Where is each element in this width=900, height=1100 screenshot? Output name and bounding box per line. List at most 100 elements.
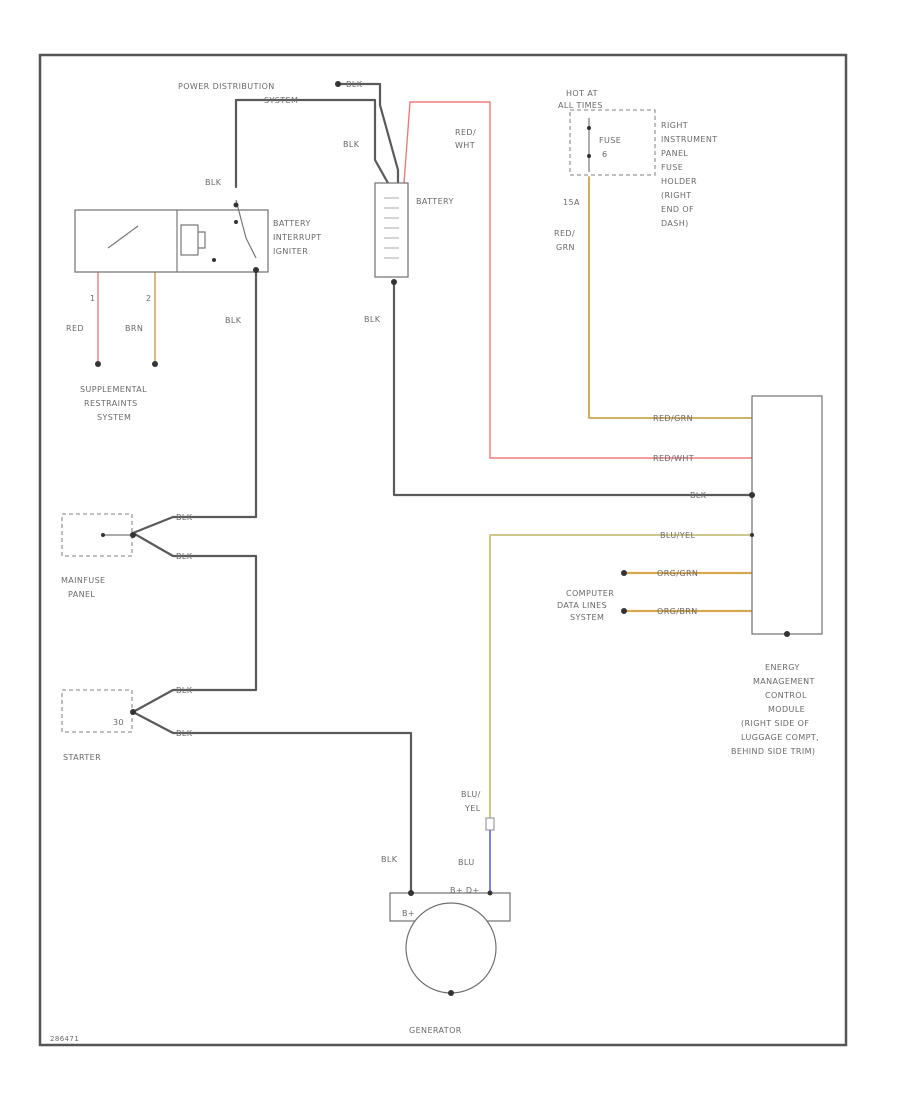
label-ems-module-1: ENERGY — [765, 663, 800, 672]
label-ems-module-2: MANAGEMENT — [753, 677, 815, 686]
label-gen-terminals: B+ D+ — [450, 886, 480, 895]
label-generator: GENERATOR — [409, 1026, 462, 1035]
label-pin1: 1 — [90, 294, 96, 303]
label-battery: BATTERY — [416, 197, 454, 206]
label-mainfuse-blk2: BLK — [176, 552, 193, 561]
label-starter-blk2: BLK — [176, 729, 193, 738]
label-blu-yel-gen-1: BLU/ — [461, 790, 481, 799]
label-blk-gen: BLK — [381, 855, 398, 864]
label-starter-blk1: BLK — [176, 686, 193, 695]
starter — [61, 689, 136, 733]
data-line-terminal-2 — [621, 608, 627, 614]
label-power-distribution-1: POWER DISTRIBUTION — [178, 82, 275, 91]
label-ems-w6: ORG/BRN — [657, 607, 698, 616]
label-ems-w1: RED/GRN — [653, 414, 693, 423]
label-ems-module-7: BEHIND SIDE TRIM) — [731, 747, 815, 756]
generator — [389, 817, 511, 996]
label-ems-module-5: (RIGHT SIDE OF — [741, 719, 809, 728]
label-ems-w4: BLU/YEL — [660, 531, 695, 540]
label-fuse-2: 6 — [602, 150, 608, 159]
label-starter: STARTER — [63, 753, 101, 762]
label-blk-interrupt-down: BLK — [225, 316, 242, 325]
wire-mainfuse-to-starter — [131, 531, 258, 714]
label-ems-module-3: CONTROL — [765, 691, 807, 700]
label-brn-pin2: BRN — [125, 324, 143, 333]
label-hot-at-2: ALL TIMES — [558, 101, 603, 110]
ems-housing — [751, 395, 823, 635]
label-computer-data-2: DATA LINES — [557, 601, 607, 610]
label-fuse-holder-8: DASH) — [661, 219, 689, 228]
label-gen-b-plus: B+ — [402, 909, 415, 918]
black-wires — [131, 82, 754, 895]
label-hot-at-1: HOT AT — [566, 89, 598, 98]
label-fuse-holder-2: INSTRUMENT — [661, 135, 718, 144]
label-mainfuse-panel-1: MAINFUSE — [61, 576, 106, 585]
blu-yel-connector — [485, 817, 495, 831]
pd-terminal — [335, 81, 341, 87]
wire-battery-to-interrupt — [234, 98, 390, 189]
label-ems-w2: RED/WHT — [653, 454, 694, 463]
label-igniter-1: BATTERY — [273, 219, 311, 228]
label-igniter-2: INTERRUPT — [273, 233, 322, 242]
igniter-switch — [107, 225, 139, 249]
mainfuse-panel — [61, 513, 136, 557]
data-line-terminal-1 — [621, 570, 627, 576]
label-starter-pin: 30 — [113, 718, 124, 727]
label-igniter-3: IGNITER — [273, 247, 308, 256]
igniter-housing — [74, 209, 269, 273]
wire-pd-to-battery — [336, 82, 400, 185]
wire-interrupt-to-mainfuse — [131, 268, 258, 535]
label-figure-id: 286471 — [50, 1035, 79, 1043]
label-ems-module-4: MODULE — [768, 705, 805, 714]
generator-body — [405, 902, 497, 994]
wire-battery-to-ems — [392, 280, 754, 497]
fuse-holder — [569, 109, 656, 176]
label-mainfuse-panel-2: PANEL — [68, 590, 95, 599]
battery-interrupt-igniter — [74, 199, 269, 273]
diagram-frame — [38, 53, 848, 1047]
igniter-coil — [180, 224, 199, 256]
label-fuse-holder-7: END OF — [661, 205, 694, 214]
label-supplemental-3: SYSTEM — [97, 413, 131, 422]
fuse-holder-outline — [569, 109, 656, 176]
srs-pin2-terminal — [152, 361, 158, 367]
label-blu-gen: BLU — [458, 858, 475, 867]
energy-management-module — [749, 395, 823, 637]
label-mainfuse-blk1: BLK — [176, 513, 193, 522]
label-fuse-holder-3: PANEL — [661, 149, 688, 158]
label-fuse-holder-4: FUSE — [661, 163, 683, 172]
label-computer-data-1: COMPUTER — [566, 589, 614, 598]
battery-body — [374, 182, 409, 278]
label-red-wht-2: WHT — [455, 141, 475, 150]
label-fuse-holder-1: RIGHT — [661, 121, 688, 130]
label-ems-w3: BLK — [690, 491, 707, 500]
label-blk-top-mid: BLK — [343, 140, 360, 149]
label-blk-interrupt: BLK — [205, 178, 222, 187]
label-red-wht-1: RED/ — [455, 128, 476, 137]
label-red-grn-1: RED/ — [554, 229, 575, 238]
label-ems-w5: ORG/GRN — [657, 569, 698, 578]
label-pin2: 2 — [146, 294, 152, 303]
label-power-distribution-2: SYSTEM — [264, 96, 298, 105]
label-pd-wire: BLK — [346, 80, 363, 89]
label-ems-module-6: LUGGAGE COMPT, — [741, 733, 819, 742]
label-fuse-holder-5: HOLDER — [661, 177, 697, 186]
label-blk-battery-down: BLK — [364, 315, 381, 324]
srs-pin1-terminal — [95, 361, 101, 367]
label-supplemental-2: RESTRAINTS — [84, 399, 138, 408]
label-fuse-rating: 15A — [563, 198, 580, 207]
label-blu-yel-gen-2: YEL — [464, 804, 481, 813]
wire-red-wht — [403, 101, 753, 459]
label-fuse-1: FUSE — [599, 136, 621, 145]
label-red-pin1: RED — [66, 324, 84, 333]
battery — [374, 182, 409, 285]
label-computer-data-3: SYSTEM — [570, 613, 604, 622]
wire-starter-to-generator — [131, 710, 413, 895]
label-fuse-holder-6: (RIGHT — [661, 191, 692, 200]
battery-terminal — [391, 279, 397, 285]
wire-blu-yel — [489, 534, 753, 821]
wire-red-grn — [588, 176, 753, 419]
label-red-grn-2: GRN — [556, 243, 575, 252]
label-supplemental-1: SUPPLEMENTAL — [80, 385, 147, 394]
